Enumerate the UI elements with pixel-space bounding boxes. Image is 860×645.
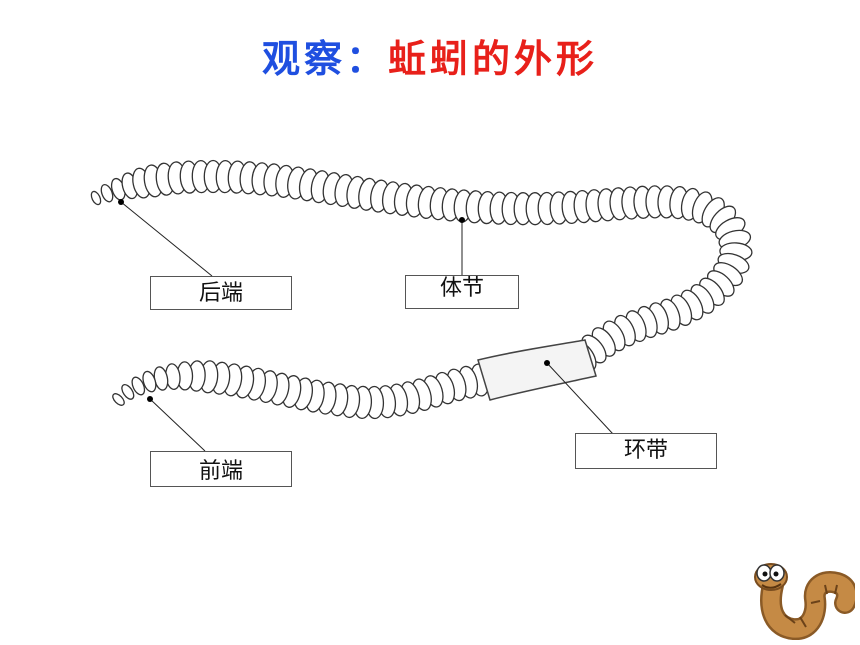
rear-pointer-dot — [118, 199, 124, 205]
clitellum-band — [477, 339, 597, 401]
rear-label-box: 后端 — [150, 276, 292, 310]
front-pointer-dot — [147, 396, 153, 402]
clitellum-label: 环带 — [623, 438, 668, 463]
body-segment — [100, 183, 114, 203]
body-segment — [131, 376, 146, 396]
body-segment — [90, 190, 102, 206]
clitellum-pointer-dot — [544, 360, 550, 366]
page-title: 观察：蚯蚓的外形 — [0, 28, 860, 83]
title-subject: 蚯蚓的外形 — [388, 37, 599, 81]
front-label: 前端 — [198, 459, 243, 484]
rear-pointer-line — [120, 201, 213, 277]
body-segment — [121, 384, 135, 400]
clitellum-label-box: 环带 — [575, 433, 717, 469]
clitellum-pointer-line — [546, 362, 614, 435]
segment-pointer-dot — [459, 217, 465, 223]
segment-label-box: 体节 — [405, 275, 519, 309]
front-label-box: 前端 — [150, 451, 292, 487]
body-segment — [112, 393, 125, 406]
segment-label: 体节 — [439, 276, 484, 301]
front-pointer-line — [149, 398, 206, 452]
body-segment — [142, 370, 157, 393]
title-observe: 观察： — [261, 37, 388, 81]
rear-label: 后端 — [198, 281, 243, 306]
worm-mascot-icon — [754, 563, 855, 640]
